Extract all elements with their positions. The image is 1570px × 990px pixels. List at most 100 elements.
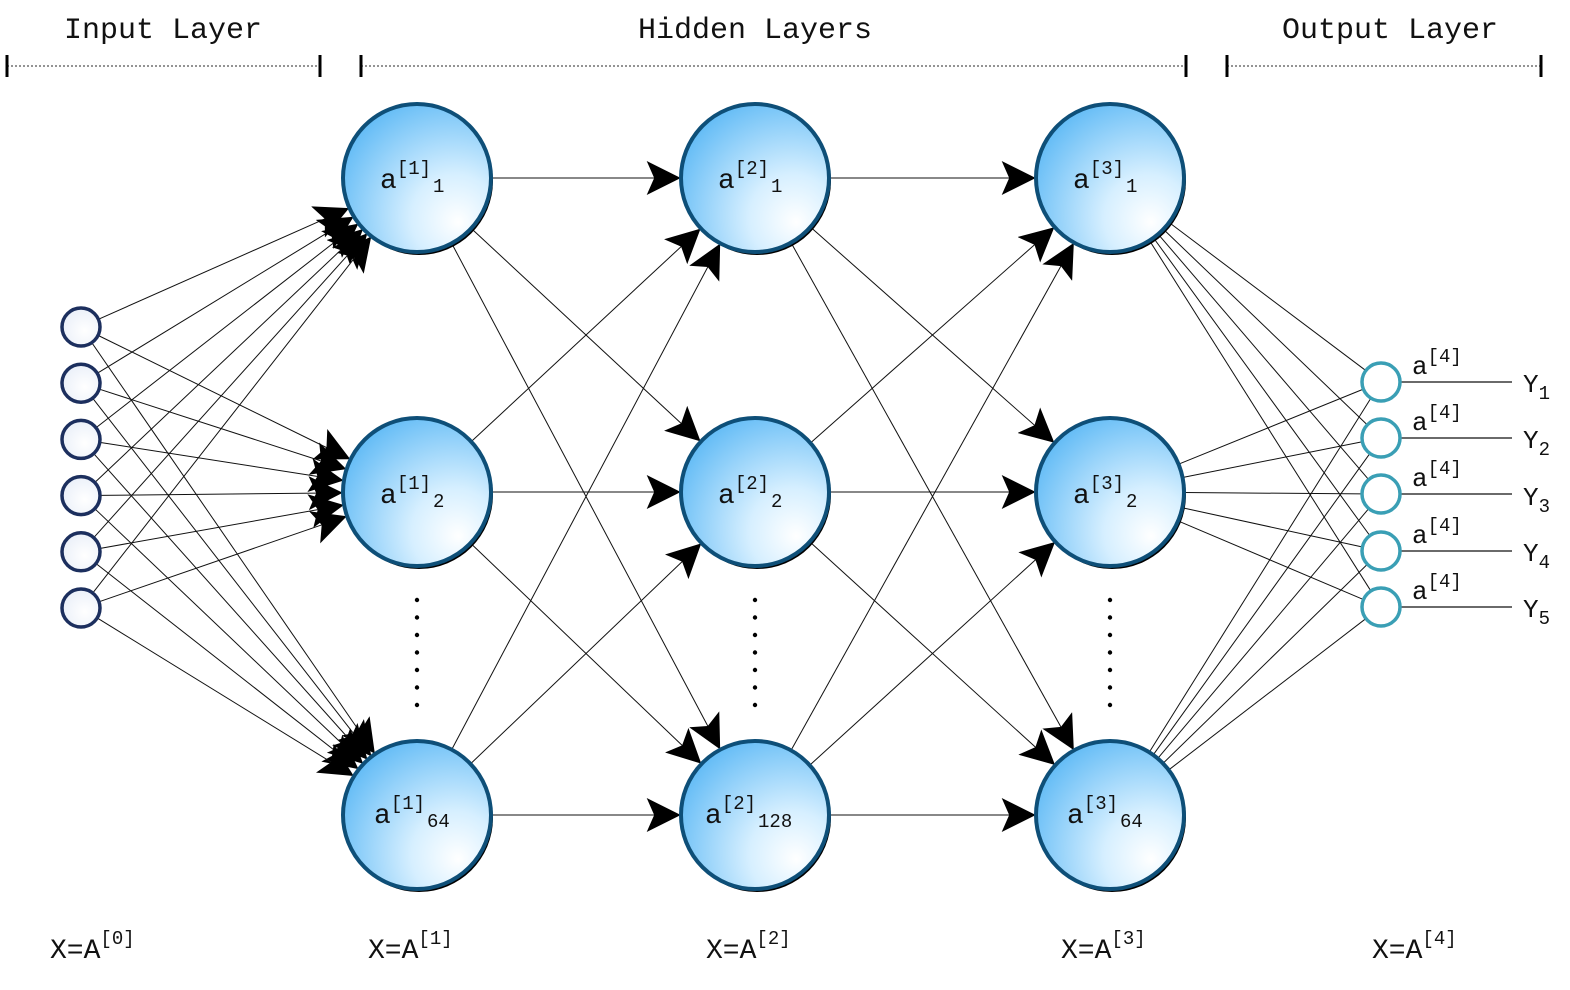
input-node xyxy=(60,587,102,629)
output-activation-label: a[4] xyxy=(1412,402,1462,438)
hidden-neuron xyxy=(341,102,493,254)
output-activation-label: a[4] xyxy=(1412,571,1462,607)
input-layer-bracket xyxy=(5,55,322,77)
hidden-neuron-labels: a[1]1 a[1]2 a[1]64 a[2]1 a[2]2 a[2]128 a… xyxy=(374,158,1143,833)
input-node xyxy=(60,306,102,348)
hidden-layers-title: Hidden Layers xyxy=(638,14,872,48)
connection-edge xyxy=(95,563,359,770)
connection-edge xyxy=(98,388,347,475)
connection-edge xyxy=(96,617,354,777)
output-y-label: Y1 xyxy=(1523,370,1550,405)
ellipsis-dot xyxy=(414,597,420,603)
ellipsis-dot xyxy=(414,685,420,690)
connection-edge xyxy=(809,541,1056,765)
connection-edge xyxy=(1182,507,1363,548)
output-node xyxy=(1360,417,1402,459)
connection-edge xyxy=(1157,233,1370,480)
ellipsis-dot xyxy=(414,632,420,638)
ellipsis-dot xyxy=(1107,702,1113,708)
neuron-label: a[1]2 xyxy=(380,473,444,513)
connection-edge xyxy=(99,494,344,549)
ellipsis-dot xyxy=(1107,615,1113,620)
connection-edge xyxy=(1148,397,1372,753)
output-y-label: Y2 xyxy=(1523,426,1550,461)
hidden-neuron xyxy=(341,416,493,568)
header-brackets xyxy=(5,55,1543,77)
connection-edge xyxy=(1168,222,1367,371)
hidden-neuron xyxy=(1034,739,1186,891)
output-layer-nodes xyxy=(1360,361,1402,628)
connection-edge xyxy=(451,243,721,750)
output-y-label: Y3 xyxy=(1523,483,1550,518)
layer-matrix-label: X=A[4] xyxy=(1372,928,1457,967)
connection-edge xyxy=(93,453,368,760)
output-activation-label: a[4] xyxy=(1412,515,1462,551)
connection-edge xyxy=(97,334,351,460)
ellipsis-dot xyxy=(752,667,758,673)
connection-edge xyxy=(470,227,701,442)
output-node-labels: a[4] a[4] a[4] a[4] a[4] Y1 Y2 Y3 Y4 Y5 xyxy=(1412,346,1550,630)
output-activation-label: a[4] xyxy=(1412,458,1462,494)
connection-edge xyxy=(95,223,359,429)
output-layer-title: Output Layer xyxy=(1282,14,1498,48)
connection-edge xyxy=(470,542,702,764)
neuron-label: a[1]64 xyxy=(374,793,450,833)
layer-matrix-label: X=A[0] xyxy=(50,928,135,967)
ellipsis-dot xyxy=(414,615,420,620)
output-node xyxy=(1360,586,1402,628)
layer-matrix-label: X=A[2] xyxy=(706,928,791,967)
connection-edge xyxy=(1168,618,1367,771)
connection-edge xyxy=(1152,453,1371,756)
connection-edge xyxy=(809,542,1056,766)
connection-edge xyxy=(1177,520,1364,601)
connection-edge xyxy=(94,508,364,764)
connection-edge xyxy=(1178,388,1364,465)
neuron-label: a[2]1 xyxy=(718,158,782,198)
ellipsis-dot xyxy=(1107,667,1113,673)
output-y-label: Y5 xyxy=(1523,595,1550,630)
hidden-neuron xyxy=(679,739,831,891)
ellipsis-dot xyxy=(752,615,758,620)
connection-edge xyxy=(91,342,375,754)
hidden-neuron xyxy=(679,416,831,568)
ellipsis-dot xyxy=(414,702,420,708)
connection-edge xyxy=(92,236,372,594)
hidden-neuron xyxy=(679,102,831,254)
output-node xyxy=(1360,473,1402,515)
connection-edge xyxy=(1183,492,1363,495)
connection-edge xyxy=(94,229,364,483)
hidden-neurons xyxy=(341,102,1186,892)
neuron-label: a[2]2 xyxy=(718,473,782,513)
input-node xyxy=(60,362,102,404)
connections xyxy=(91,161,1372,832)
hidden-neuron xyxy=(341,739,493,891)
ellipsis-dot xyxy=(1107,632,1113,638)
neuron-label: a[3]64 xyxy=(1067,793,1143,833)
output-node xyxy=(1360,361,1402,403)
connection-edge xyxy=(99,476,343,511)
ellipsis-dot xyxy=(1107,597,1113,603)
connection-edge xyxy=(790,242,1074,751)
input-layer-title: Input Layer xyxy=(64,14,262,48)
ellipsis-dot xyxy=(752,685,758,690)
layer-matrix-labels: X=A[0] X=A[1] X=A[2] X=A[3] X=A[4] xyxy=(50,928,1457,967)
connection-edge xyxy=(451,243,721,750)
connection-edge xyxy=(1162,563,1368,764)
ellipsis-dot xyxy=(1107,650,1113,655)
hidden-neuron xyxy=(1034,416,1186,568)
output-layer-bracket xyxy=(1225,55,1543,77)
connection-edge xyxy=(93,233,368,539)
ellipsis-dots xyxy=(414,597,1113,708)
connection-edge xyxy=(1153,237,1371,536)
ellipsis-dot xyxy=(752,702,758,708)
output-lines xyxy=(1400,381,1512,608)
connection-edge xyxy=(96,216,354,374)
input-node xyxy=(60,531,102,573)
ellipsis-dot xyxy=(752,650,758,655)
connection-edge xyxy=(790,242,1074,751)
connection-edge xyxy=(99,441,344,493)
ellipsis-dot xyxy=(752,597,758,603)
hidden-layers-bracket xyxy=(359,55,1188,77)
layer-matrix-label: X=A[1] xyxy=(368,928,453,967)
